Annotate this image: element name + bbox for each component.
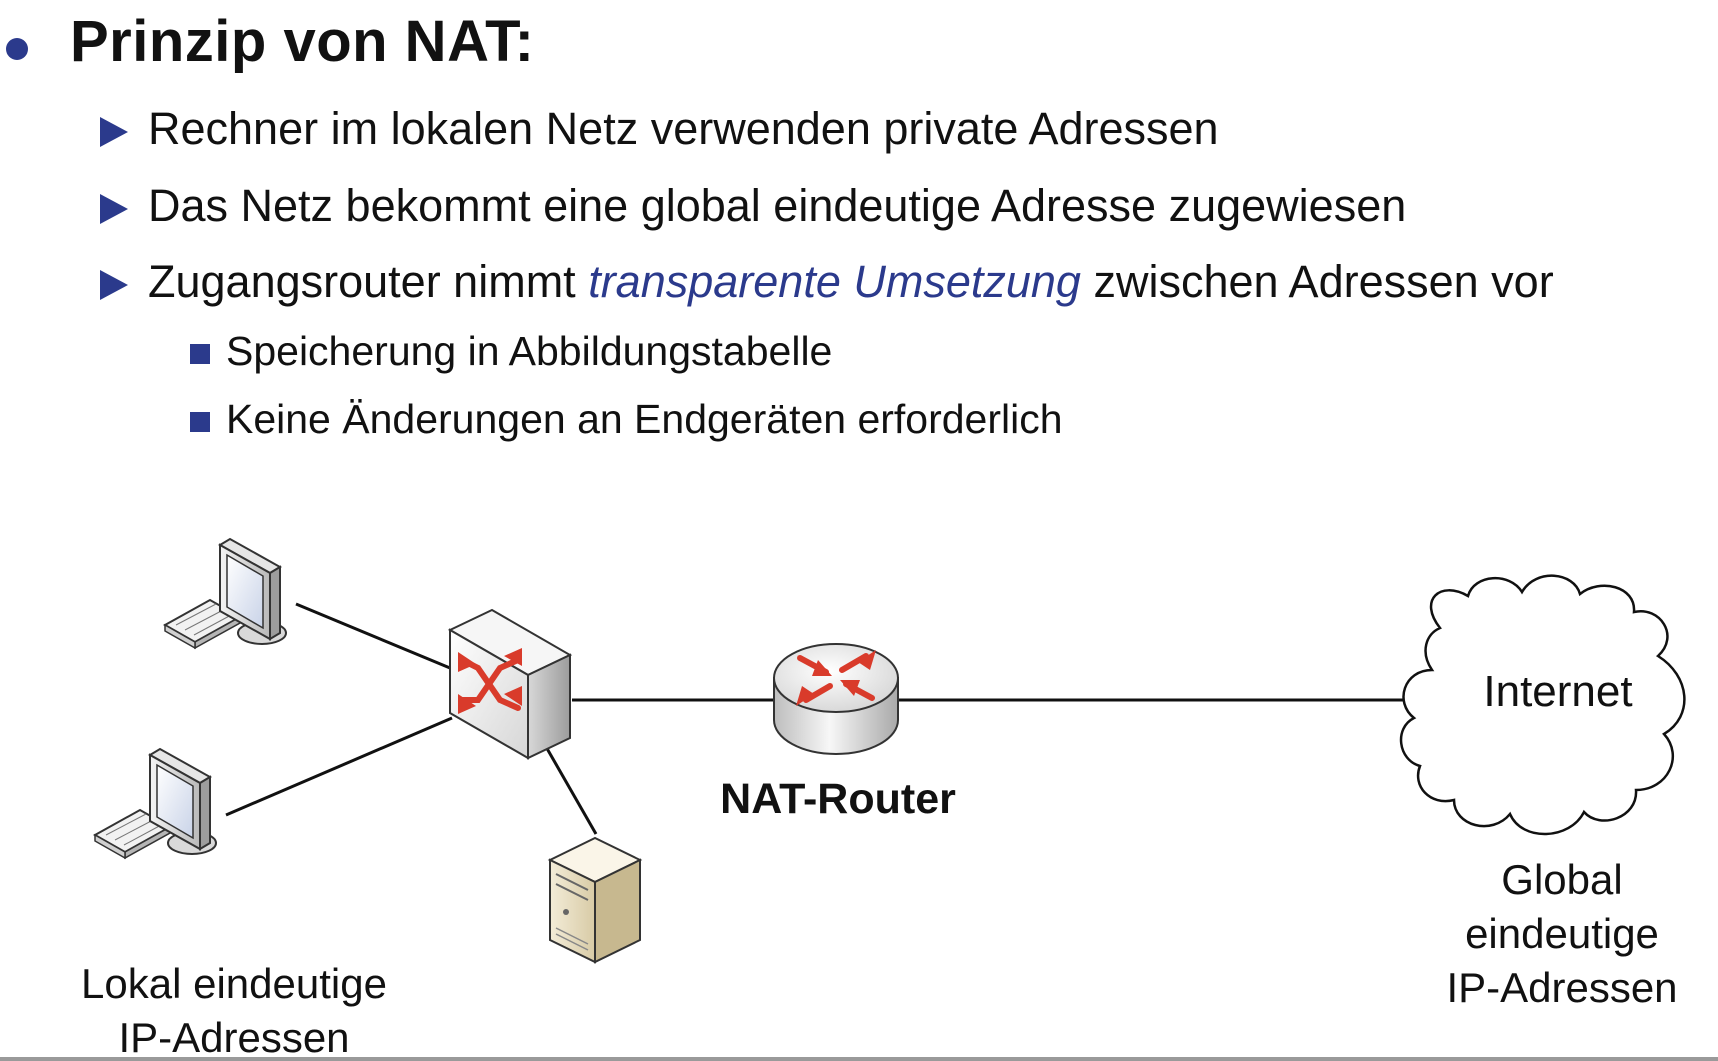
link-pc-top-switch <box>295 602 451 670</box>
bullet-emphasis: transparente Umsetzung <box>588 256 1081 307</box>
triangle-bullet-icon <box>100 270 128 300</box>
desktop-computer-icon <box>164 538 287 649</box>
local-address-label-line2: IP-Adressen <box>118 1014 349 1061</box>
internet-label: Internet <box>1483 667 1632 716</box>
bullet-text-after: zwischen Adressen vor <box>1080 256 1554 307</box>
square-bullet-icon <box>190 344 210 364</box>
nat-router-label: NAT-Router <box>720 775 956 823</box>
link-switch-server <box>543 744 598 835</box>
bullet-text: Zugangsrouter nimmt transparente Umsetzu… <box>148 256 1554 308</box>
global-address-label-line1: Global <box>1501 856 1622 903</box>
bullet-text: Das Netz bekommt eine global eindeutige … <box>148 180 1407 231</box>
desktop-computer-icon <box>94 748 217 859</box>
router-icon <box>773 643 899 755</box>
global-address-label-line3: IP-Adressen <box>1446 964 1677 1011</box>
square-bullet-icon <box>190 412 210 432</box>
bottom-divider <box>0 1057 1718 1061</box>
bullet-text: Rechner im lokalen Netz verwenden privat… <box>148 103 1219 154</box>
triangle-bullet-icon <box>100 194 128 224</box>
bullet-text-before: Zugangsrouter nimmt <box>148 256 589 307</box>
local-address-label-line1: Lokal eindeutige <box>81 960 387 1007</box>
switch-icon <box>447 608 573 760</box>
slide-title: Prinzip von NAT: <box>70 9 535 74</box>
cloud-icon <box>1399 574 1686 836</box>
subbullet-text: Speicherung in Abbildungstabelle <box>226 328 833 374</box>
link-pc-bottom-switch <box>225 716 453 817</box>
title-bullet-icon <box>6 38 28 60</box>
triangle-bullet-icon <box>100 117 128 147</box>
global-address-label-line2: eindeutige <box>1465 910 1659 957</box>
subbullet-text: Keine Änderungen an Endgeräten erforderl… <box>226 396 1063 442</box>
server-tower-icon <box>547 836 643 964</box>
